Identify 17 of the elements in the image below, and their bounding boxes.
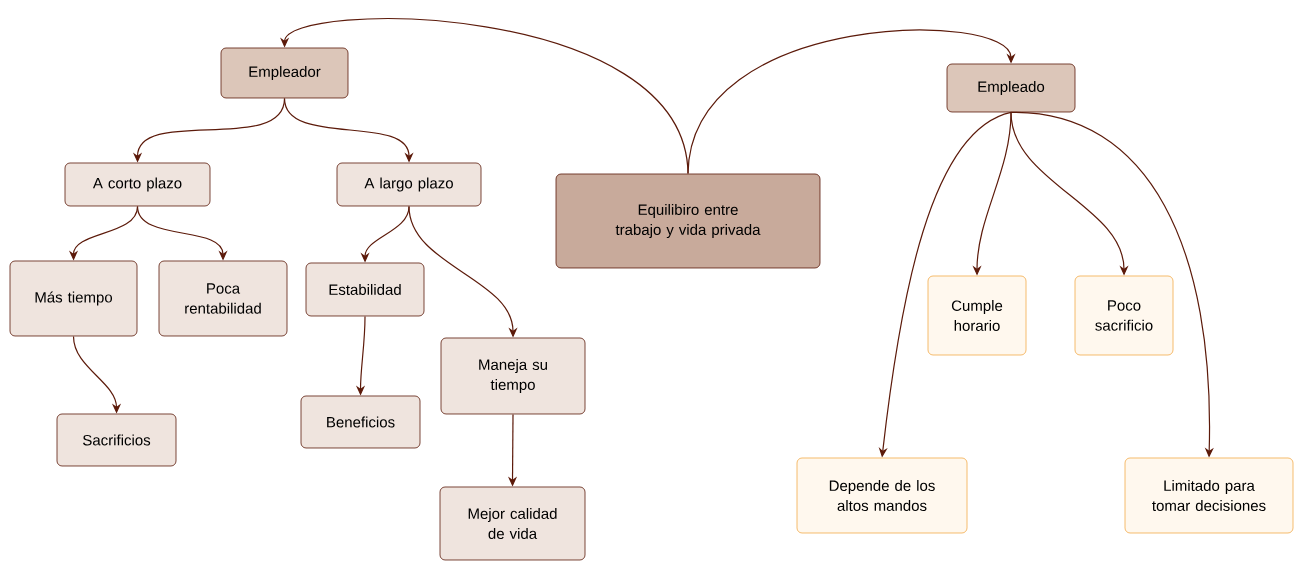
- category-box: Empleado: [946, 63, 1076, 113]
- concept-box: Mejor calidad de vida: [439, 486, 586, 561]
- concept-box: Poca rentabilidad: [158, 260, 288, 337]
- concept-box: A largo plazo: [336, 162, 482, 207]
- category-box: Empleador: [220, 47, 349, 99]
- concept-box: Beneficios: [300, 395, 421, 449]
- concept-box: Limitado para tomar decisiones: [1124, 457, 1294, 534]
- concept-box: A corto plazo: [64, 162, 211, 207]
- concept-box: Sacrificios: [56, 413, 177, 467]
- concept-box: Poco sacrificio: [1074, 275, 1174, 356]
- concept-box: Cumple horario: [927, 275, 1027, 356]
- concept-box: Estabilidad: [305, 262, 425, 317]
- topic-box: Equilibiro entre trabajo y vida privada: [555, 173, 821, 269]
- concept-box: Más tiempo: [9, 260, 138, 337]
- concept-box: Maneja su tiempo: [440, 337, 586, 415]
- arrow: [687, 29, 1016, 175]
- concept-box: Depende de los altos mandos: [796, 457, 968, 534]
